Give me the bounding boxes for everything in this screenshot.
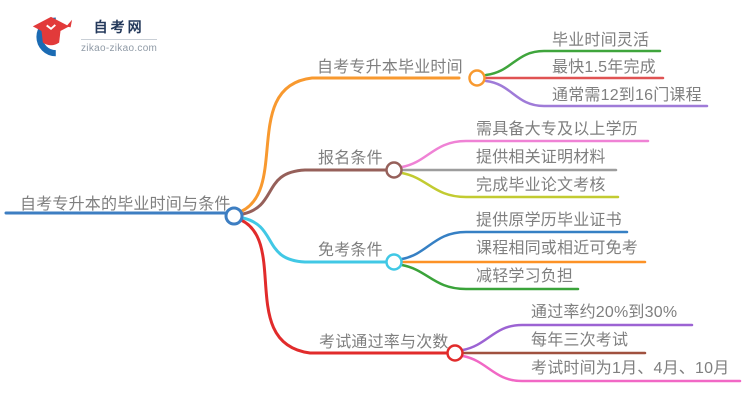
branch-2-curve <box>241 168 388 216</box>
branch-4-curve <box>239 218 449 355</box>
logo-site-name: 自考网 <box>93 18 145 35</box>
leaf-1-1-curve <box>484 49 662 77</box>
leaf-3-3-curve <box>400 263 580 291</box>
branch-3-curve <box>241 216 388 264</box>
leaf-4-1-label: 通过率约20%到30% <box>531 304 678 321</box>
leaf-2-2-label: 提供相关证明材料 <box>476 149 606 166</box>
branch-1-node-circle <box>468 69 486 87</box>
branch-2-node-circle <box>385 161 403 179</box>
root-label: 自考专升本的毕业时间与条件 <box>20 196 231 213</box>
branch-4-node-circle <box>446 344 464 362</box>
root-node-circle <box>224 206 244 226</box>
leaf-2-1-label: 需具备大专及以上学历 <box>476 121 639 138</box>
branch-4-label: 考试通过率与次数 <box>319 334 449 351</box>
branch-3-label: 免考条件 <box>318 242 383 259</box>
leaf-1-2-label: 最快1.5年完成 <box>552 59 656 76</box>
leaf-2-3-label: 完成毕业论文考核 <box>476 177 606 194</box>
graduation-cap-icon <box>32 16 73 57</box>
logo-text: 自考网 zikao-zikao.com <box>81 17 158 54</box>
leaf-4-1-curve <box>461 323 694 352</box>
leaf-1-1-label: 毕业时间灵活 <box>552 32 650 49</box>
leaf-4-3-label: 考试时间为1月、4月、10月 <box>531 360 730 377</box>
leaf-3-3-label: 减轻学习负担 <box>476 268 574 285</box>
branch-3-node-circle <box>385 253 403 271</box>
branch-1-curve <box>240 76 461 213</box>
leaf-4-3-curve <box>461 354 742 383</box>
branch-2-label: 报名条件 <box>318 150 383 167</box>
leaf-2-1-curve <box>400 139 650 169</box>
leaf-4-2-label: 每年三次考试 <box>531 332 629 349</box>
leaf-3-1-curve <box>400 230 629 261</box>
leaf-3-2-label: 课程相同或相近可免考 <box>476 240 639 257</box>
site-logo: 自考网 zikao-zikao.com <box>28 13 158 57</box>
leaf-2-3-curve <box>400 171 620 199</box>
leaf-1-3-curve <box>484 79 709 108</box>
branch-1-label: 自考专升本毕业时间 <box>317 59 463 76</box>
leaf-1-3-label: 通常需12到16门课程 <box>552 87 702 104</box>
leaf-3-1-label: 提供原学历毕业证书 <box>476 212 622 229</box>
logo-domain: zikao-zikao.com <box>81 38 158 54</box>
